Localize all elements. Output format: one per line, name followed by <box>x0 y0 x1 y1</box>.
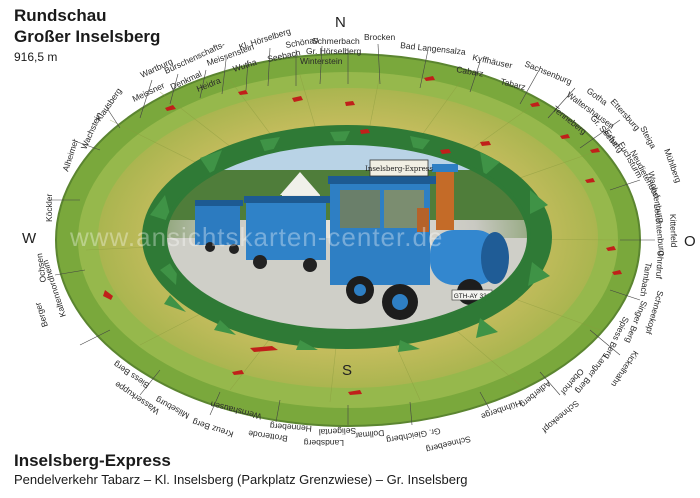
place-label: Berger <box>32 301 49 329</box>
compass-south: S <box>342 362 353 379</box>
leader-lines <box>50 43 655 426</box>
place-label: Köckler <box>44 193 54 222</box>
license-plate-text: GTH-AY 331 <box>454 293 491 300</box>
place-label: Bad Langensalza <box>400 40 467 57</box>
card-title-line2: Großer Inselsberg <box>14 27 161 46</box>
footer-subtitle: Pendelverkehr Tabarz – Kl. Inselsberg (P… <box>14 472 468 487</box>
place-label: Kl. Hörselberg <box>238 26 293 52</box>
place-label: Ohrdruf <box>654 250 666 280</box>
place-label: Schneekopf <box>540 398 581 435</box>
place-label: Alheimer <box>60 137 80 172</box>
place-label: Henneberg <box>269 421 312 434</box>
red-markers <box>103 76 622 395</box>
watermark: www.ansichtskarten-center.de <box>70 222 444 252</box>
place-label: Winterstein <box>300 56 343 66</box>
place-label: Gr. Gleichberg <box>385 426 441 445</box>
compass-west: W <box>22 230 37 247</box>
place-label: Gr. Hörselberg <box>306 46 362 56</box>
train-sign-text: Inselsberg-Express <box>365 165 433 173</box>
compass-north: N <box>335 14 346 31</box>
compass-east: O <box>684 233 696 250</box>
place-label: Tambach <box>638 262 654 298</box>
place-label: Dollmar <box>355 428 385 441</box>
card-title-line1: Rundschau <box>14 6 107 25</box>
place-label: Brocken <box>364 32 395 42</box>
place-label: Ochsen <box>34 252 48 283</box>
place-label: Sachsenburg <box>523 59 573 87</box>
place-label: Cabarz <box>456 64 485 79</box>
place-label: Schmerbach <box>312 36 360 46</box>
place-label: Steiga <box>638 124 658 150</box>
train-photo: Inselsberg-Express GTH-AY 331 <box>165 143 529 331</box>
place-label: Seligental <box>319 426 357 437</box>
place-label: Ettersburg <box>609 97 643 133</box>
place-label: Kreuz Berg <box>191 417 235 440</box>
place-label: Klausberg <box>93 86 123 123</box>
place-label: Kitterfeld <box>668 214 679 248</box>
footer-title: Inselsberg-Express <box>14 451 171 470</box>
place-label: Mühlberg <box>662 147 684 184</box>
place-label: Landsberg <box>304 438 344 448</box>
altitude-label: 916,5 m <box>14 50 58 64</box>
